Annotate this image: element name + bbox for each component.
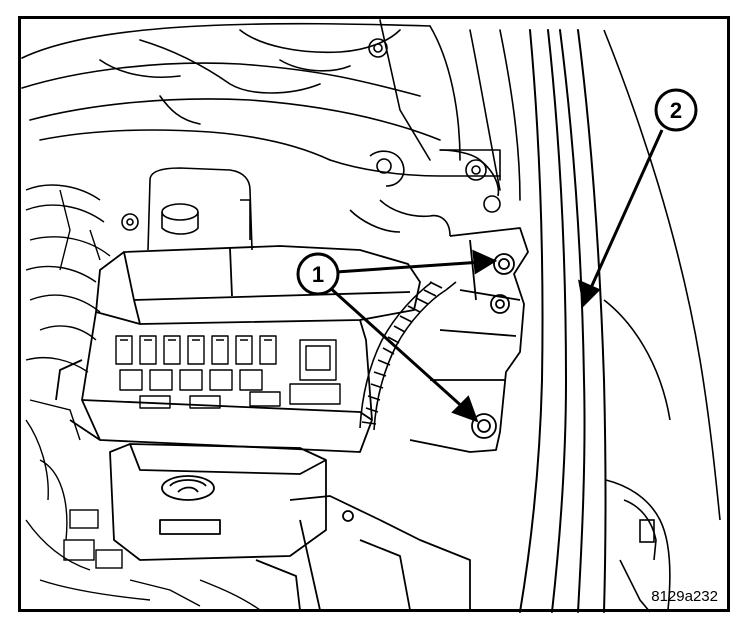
corrugated-harness — [359, 281, 457, 431]
callout-1: 1 — [296, 252, 340, 296]
fender-edge — [519, 29, 607, 613]
ground-bracket — [409, 227, 529, 453]
lower-connectors — [39, 509, 261, 611]
callout-2-label: 2 — [670, 98, 682, 123]
callout-1-label: 1 — [312, 262, 324, 287]
reservoir — [121, 167, 253, 251]
figure-id-label: 8129a232 — [651, 588, 718, 605]
hood-cowl-lines — [21, 19, 521, 201]
leader-lines — [326, 129, 664, 423]
left-wiring — [25, 184, 111, 571]
fuse-row — [115, 335, 341, 409]
lower-bracket — [255, 495, 471, 611]
right-panel — [603, 29, 721, 613]
bolt-icon — [368, 38, 388, 58]
control-module — [109, 443, 327, 561]
strut-mount — [349, 149, 501, 237]
fuse-box — [55, 245, 421, 453]
callout-2: 2 — [654, 88, 698, 132]
